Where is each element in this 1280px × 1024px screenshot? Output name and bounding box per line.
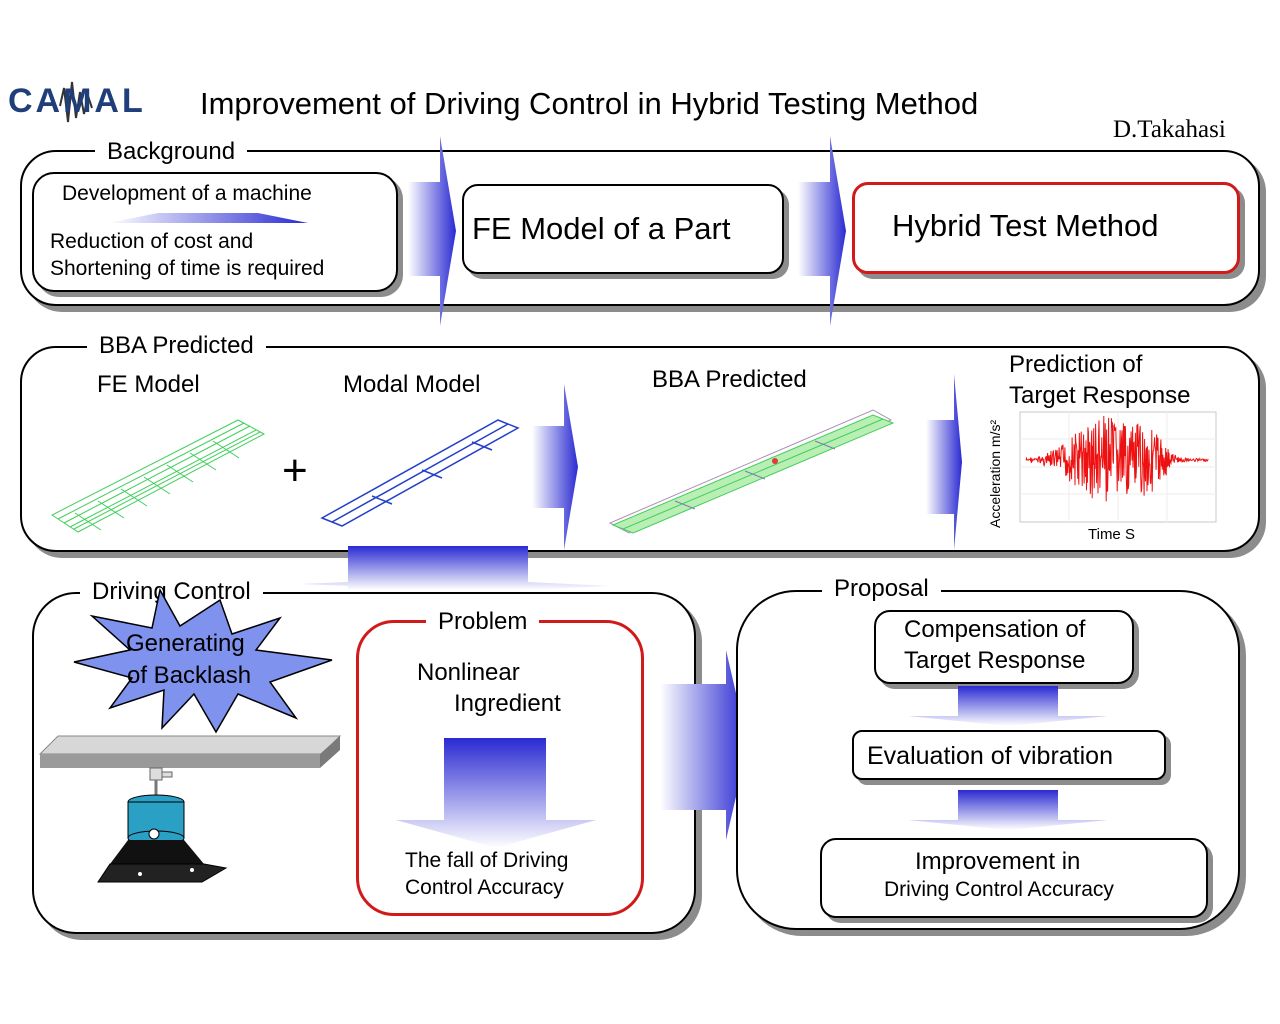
target-response-plot	[1019, 411, 1217, 523]
compensation-text-line1: Compensation of	[904, 616, 1086, 643]
plus-sign: +	[282, 446, 308, 495]
evaluation-text: Evaluation of vibration	[867, 742, 1113, 770]
bba-combined-model-icon	[608, 409, 895, 534]
bba-arrow-1-icon	[532, 384, 578, 550]
fe-model-box	[462, 184, 784, 274]
modal-mesh-icon	[320, 419, 520, 527]
fe-model-box-text: FE Model of a Part	[472, 211, 731, 246]
problem-nonlinear-text: Nonlinear	[417, 659, 520, 686]
burst-text-line1: Generating	[126, 630, 245, 657]
signal-trace	[1025, 415, 1209, 502]
evaluation-box	[852, 730, 1166, 780]
problem-result-line2: Control Accuracy	[405, 876, 564, 899]
plot-ylabel: Acceleration m/s²	[987, 419, 1003, 528]
compensation-text-line2: Target Response	[904, 647, 1086, 674]
modal-model-label: Modal Model	[343, 371, 481, 398]
background-panel-label: Background	[95, 138, 248, 166]
improvement-text-line1: Improvement in	[915, 848, 1081, 875]
fe-model-label: FE Model	[97, 371, 200, 398]
connector-arrow-icon	[300, 546, 610, 590]
logo: CAMAL	[8, 78, 148, 128]
fe-mesh-icon	[51, 419, 266, 533]
machine-arrow-icon	[108, 213, 308, 223]
logo-text: CAMAL	[8, 82, 146, 120]
page-title: Improvement of Driving Control in Hybrid…	[200, 86, 979, 121]
driving-control-panel-label: Driving Control	[80, 578, 263, 606]
backlash-burst-icon	[73, 587, 333, 734]
burst-text-line2: of Backlash	[127, 662, 252, 689]
flow-arrow-2-icon	[798, 136, 846, 326]
bba-marker-icon	[772, 458, 778, 464]
proposal-arrow-2-icon	[908, 790, 1108, 830]
author-name: D.Takahasi	[1113, 116, 1226, 143]
prediction-label-line2: Target Response	[1009, 382, 1191, 409]
proposal-arrow-1-icon	[908, 686, 1108, 726]
bba-panel-label: BBA Predicted	[87, 332, 266, 360]
hybrid-test-box-text: Hybrid Test Method	[892, 208, 1159, 243]
problem-down-arrow-icon	[396, 738, 596, 848]
bba-arrow-2-icon	[926, 374, 962, 550]
hybrid-test-box	[852, 182, 1240, 274]
compensation-box	[874, 610, 1134, 684]
prediction-label-line1: Prediction of	[1009, 351, 1143, 378]
logo-wave-icon	[59, 81, 93, 123]
proposal-panel-label: Proposal	[822, 575, 941, 603]
flow-arrow-1-icon	[408, 136, 456, 326]
machine-reduction-text: Reduction of cost and	[50, 230, 254, 253]
bba-predicted-label: BBA Predicted	[652, 366, 807, 393]
problem-result-line1: The fall of Driving	[405, 849, 569, 872]
machine-box	[32, 172, 398, 292]
plot-xlabel: Time S	[1088, 526, 1135, 543]
machine-shortening-text: Shortening of time is required	[50, 257, 325, 280]
improvement-box	[820, 838, 1208, 918]
problem-label: Problem	[426, 608, 540, 636]
actuator-icon	[38, 735, 342, 883]
improvement-text-line2: Driving Control Accuracy	[884, 878, 1114, 901]
problem-ingredient-text: Ingredient	[454, 690, 561, 717]
machine-development-text: Development of a machine	[62, 182, 312, 205]
to-proposal-arrow-icon	[660, 650, 748, 840]
